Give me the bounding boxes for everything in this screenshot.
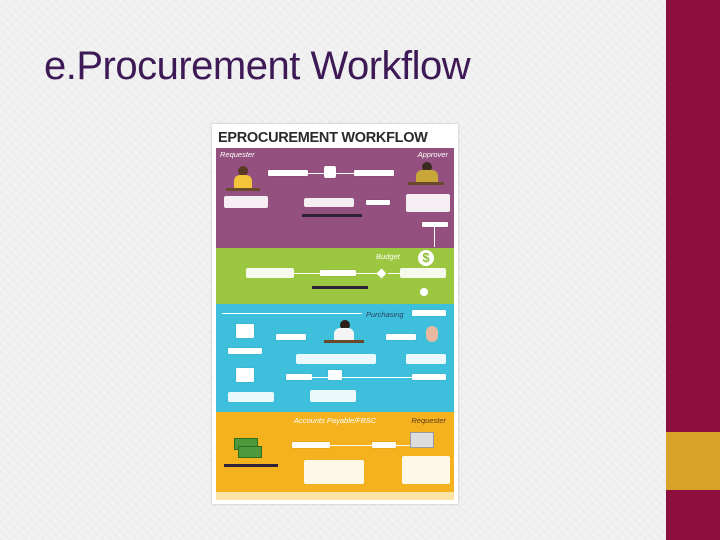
poster-footer <box>216 492 454 500</box>
legend-bar <box>312 286 368 289</box>
note-box <box>402 456 450 484</box>
poster-title: EPROCUREMENT WORKFLOW <box>218 130 452 146</box>
slide-title: e.Procurement Workflow <box>44 44 470 89</box>
purchasing-lane: Purchasing <box>216 304 454 412</box>
note-box <box>406 354 446 364</box>
connector <box>312 377 328 378</box>
connector <box>222 313 362 314</box>
connector <box>396 445 410 446</box>
note-box <box>310 390 356 402</box>
note-box <box>296 354 376 364</box>
document-icon <box>236 324 254 338</box>
requester-2-lane-label: Requester <box>411 416 446 425</box>
connector <box>356 273 378 274</box>
side-accent-gold-block <box>666 432 720 490</box>
step-box <box>412 374 446 380</box>
note-box <box>246 268 294 278</box>
workflow-poster-image: EPROCUREMENT WORKFLOW Requester Approver… <box>212 124 458 504</box>
note-box <box>400 268 446 278</box>
step-box <box>268 170 308 176</box>
connector <box>308 173 324 174</box>
step-box <box>386 334 416 340</box>
requester-lane: Requester Approver <box>216 148 454 248</box>
dollar-icon: $ <box>418 250 434 266</box>
step-box <box>354 170 394 176</box>
step-box <box>292 442 330 448</box>
step-box <box>372 442 396 448</box>
budget-lane: Budget $ <box>216 248 454 304</box>
approver-lane-label: Approver <box>418 150 448 159</box>
step-box <box>286 374 312 380</box>
connector <box>388 273 400 274</box>
connector <box>294 273 320 274</box>
note-box <box>304 198 354 207</box>
legend-bar <box>302 214 362 217</box>
step-box <box>276 334 306 340</box>
legend-bar <box>224 464 278 467</box>
connector <box>330 445 372 446</box>
purchasing-lane-label: Purchasing <box>366 310 404 319</box>
step-box <box>412 310 446 316</box>
vendor-person-icon <box>426 326 438 342</box>
connector <box>342 377 412 378</box>
note-box <box>406 194 450 212</box>
truck-icon <box>410 432 434 448</box>
side-accent-bar <box>666 0 720 540</box>
requester-desk-icon <box>226 188 260 191</box>
document-icon <box>236 368 254 382</box>
step-box <box>228 348 262 354</box>
note-box <box>224 196 268 208</box>
accounts-payable-lane-label: Accounts Payable/FBSC <box>294 416 376 425</box>
money-icon <box>238 446 262 458</box>
budget-lane-label: Budget <box>376 252 400 261</box>
connector <box>336 173 354 174</box>
note-box <box>304 460 364 484</box>
requester-body-icon <box>234 175 252 189</box>
approver-desk-icon <box>408 182 444 185</box>
purchasing-desk-icon <box>324 340 364 343</box>
accounts-payable-lane: Accounts Payable/FBSC Requester <box>216 412 454 492</box>
note-box <box>228 392 274 402</box>
connector-node-icon <box>420 288 428 296</box>
decision-icon <box>377 269 387 279</box>
document-icon <box>324 166 336 178</box>
step-box <box>366 200 390 205</box>
requester-lane-label: Requester <box>220 150 255 159</box>
envelope-icon <box>328 370 342 380</box>
step-box <box>422 222 448 227</box>
connector <box>434 227 435 247</box>
step-box <box>320 270 356 276</box>
